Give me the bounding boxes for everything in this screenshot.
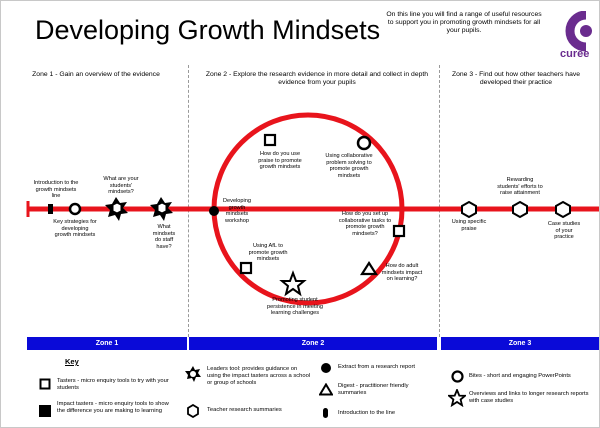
key-bites: Bites - short and engaging PowerPoints: [469, 373, 571, 379]
taster-square-icon-2: [392, 224, 406, 238]
key-tasters: Tasters - micro enquiry tools to try wit…: [57, 378, 169, 391]
node-collab-tasks: How do you set up collaborative tasks to…: [338, 211, 392, 237]
bite-circle-icon: [68, 202, 82, 216]
node-key-strategies: Key strategies for developing growth min…: [53, 219, 97, 239]
taster-square-icon: [39, 378, 51, 390]
key-extract: Extract from a research report: [338, 364, 415, 370]
overview-star-icon: [279, 270, 307, 297]
node-afl: Using AfL to promote growth mindsets: [248, 243, 288, 263]
teacher-research-hex-icon-1: [461, 200, 477, 219]
zone1-band: Zone 1: [27, 337, 187, 350]
key-teacher-research: Teacher research summaries: [207, 407, 282, 413]
impact-taster-square-icon: [39, 405, 51, 417]
zone3-band: Zone 3: [441, 337, 599, 350]
intro-pill-icon: [48, 204, 53, 214]
extract-dot-icon: [209, 206, 219, 216]
key-introduction: Introduction to the line: [338, 410, 396, 416]
key-leaders-tool: Leaders tool: provides guidance on using…: [207, 366, 311, 386]
node-workshop: Developing growth mindsets workshop: [223, 198, 251, 224]
zone-divider-2: [439, 65, 440, 337]
bite-circle-icon-2: [356, 135, 372, 151]
key-impact-tasters: Impact tasters - micro enquiry tools to …: [57, 401, 169, 414]
node-specific-praise: Using specific praise: [451, 219, 487, 232]
line-diagram: [26, 112, 599, 306]
leaders-tool-cog-icon-key: [185, 366, 201, 382]
intro-pill-icon-key: [323, 408, 328, 418]
teacher-research-hex-icon: [187, 404, 199, 418]
key-title: Key: [65, 357, 79, 366]
teacher-research-hex-icon-2: [512, 200, 528, 219]
curee-logo: [565, 11, 592, 52]
intro-text: On this line you will find a range of us…: [386, 11, 542, 34]
overview-star-icon-key: [448, 389, 466, 407]
taster-square-icon-1: [263, 133, 277, 147]
node-persistence: Promoting student persistence in meeting…: [267, 297, 323, 317]
node-praise: How do you use praise to promote growth …: [258, 151, 302, 171]
zone3-heading: Zone 3 - Find out how other teachers hav…: [451, 71, 581, 86]
teacher-research-hex-icon-3: [555, 200, 571, 219]
taster-square-icon-3: [239, 261, 253, 275]
node-collab-problem: Using collaborative problem solving to p…: [325, 153, 373, 179]
logo-text: curee: [560, 48, 590, 60]
node-staff-mindsets: What mindsets do staff have?: [152, 224, 176, 250]
node-adult-mindsets: How do adult mindsets impact on learning…: [381, 263, 423, 283]
key-digest: Digest - practitioner friendly summaries: [338, 383, 409, 396]
digest-triangle-icon: [359, 260, 379, 276]
page-title: Developing Growth Mindsets: [35, 15, 381, 45]
zone-divider-1: [188, 65, 189, 337]
zone2-band: Zone 2: [189, 337, 437, 350]
node-what-are-mindsets: What are your students' mindsets?: [103, 176, 139, 196]
digest-triangle-icon-key: [319, 383, 333, 396]
zone2-heading: Zone 2 - Explore the research evidence i…: [205, 71, 429, 86]
extract-dot-icon-key: [321, 363, 331, 373]
key-overviews: Overviews and links to longer research r…: [469, 391, 589, 404]
node-case-studies: Case studies of your practice: [547, 221, 581, 241]
zone1-heading: Zone 1 - Gain an overview of the evidenc…: [32, 71, 160, 78]
node-intro-line: Introduction to the growth mindsets line: [33, 180, 79, 200]
bite-circle-icon-key: [451, 370, 464, 383]
node-rewarding: Rewarding students' efforts to raise att…: [497, 177, 543, 197]
